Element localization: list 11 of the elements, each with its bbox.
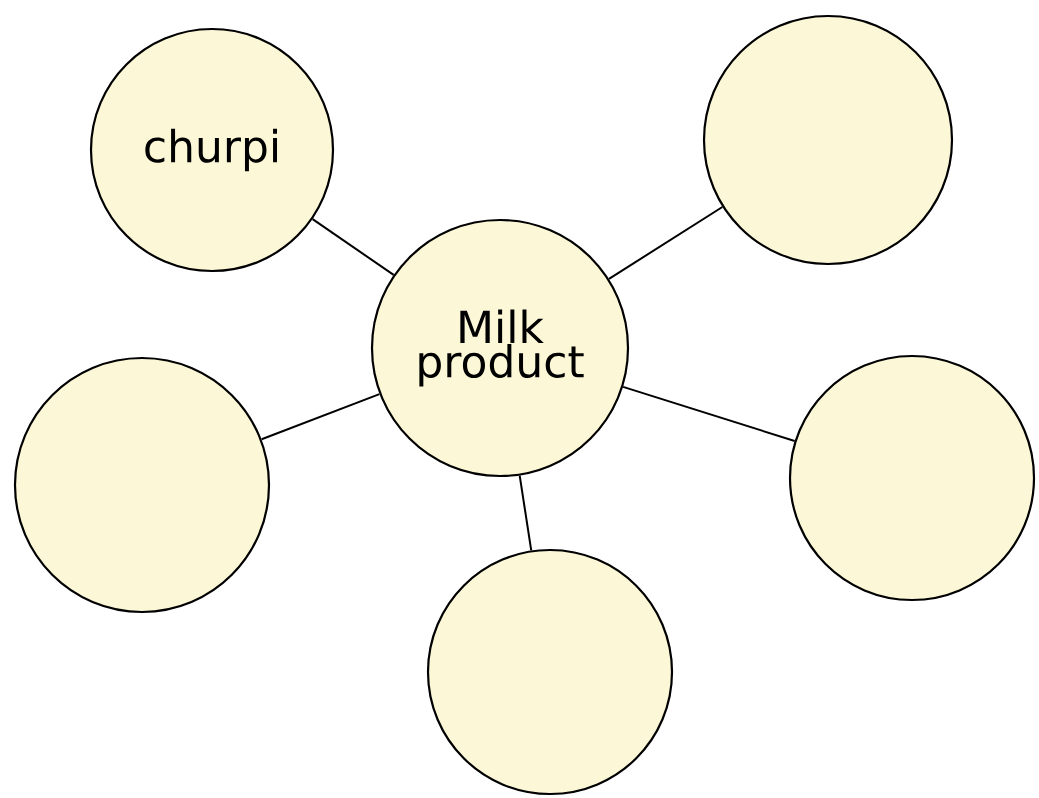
circle-node: Milk product bbox=[370, 218, 630, 478]
empty-circle bbox=[426, 548, 674, 796]
connector-line bbox=[311, 218, 395, 276]
empty-circle bbox=[13, 356, 271, 614]
connector-line bbox=[622, 385, 796, 442]
connector-line bbox=[260, 393, 381, 441]
empty-circle bbox=[788, 354, 1036, 602]
connector-line bbox=[518, 474, 533, 552]
empty-circle bbox=[702, 14, 954, 266]
circle-node: churpi bbox=[89, 27, 335, 273]
connector-line bbox=[608, 206, 724, 280]
